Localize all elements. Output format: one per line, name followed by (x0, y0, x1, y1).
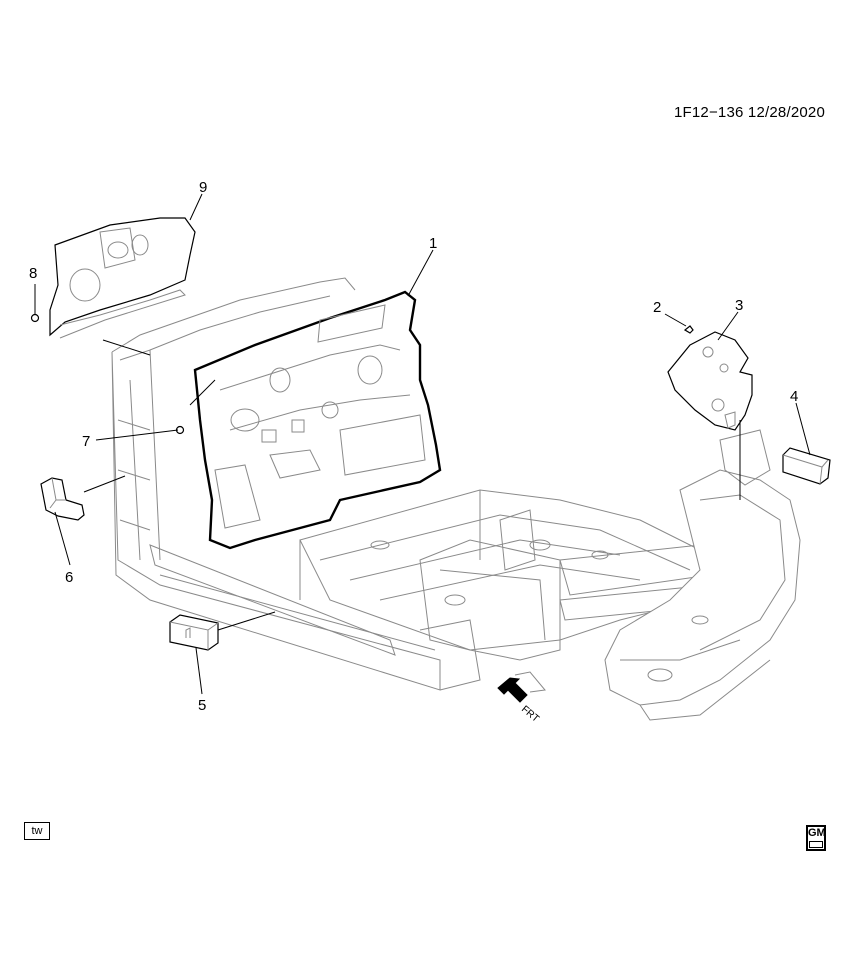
vehicle-body-outline (111, 277, 801, 721)
clip-part-2 (683, 325, 694, 334)
callout-9: 9 (199, 179, 207, 196)
gm-logo: GM (806, 825, 826, 851)
callout-2: 2 (653, 299, 661, 316)
tw-badge: tw (24, 822, 50, 840)
leader-lines (34, 193, 811, 695)
front-direction-arrow: FRT (497, 671, 546, 725)
callout-8: 8 (29, 265, 37, 282)
pad-part-4 (782, 447, 831, 485)
wheelhouse-insulator-part-3 (667, 331, 753, 431)
callout-4: 4 (790, 388, 798, 405)
frt-label: FRT (519, 704, 541, 725)
dash-insulator-part-1 (193, 290, 442, 550)
callout-5: 5 (198, 697, 206, 714)
callout-3: 3 (735, 297, 743, 314)
callout-labels: 1 2 3 4 5 6 7 8 9 (29, 179, 798, 714)
gm-logo-bar (809, 841, 823, 848)
callout-6: 6 (65, 569, 73, 586)
callout-1: 1 (429, 235, 437, 252)
gm-logo-text: GM (808, 827, 826, 839)
clip-part-8 (30, 313, 40, 323)
block-part-5 (169, 614, 219, 651)
plenum-insulator-part-9 (49, 217, 196, 339)
document-id: 1F12−136 12/28/2020 (673, 104, 825, 121)
callout-7: 7 (82, 433, 90, 450)
pad-part-6 (40, 477, 85, 521)
